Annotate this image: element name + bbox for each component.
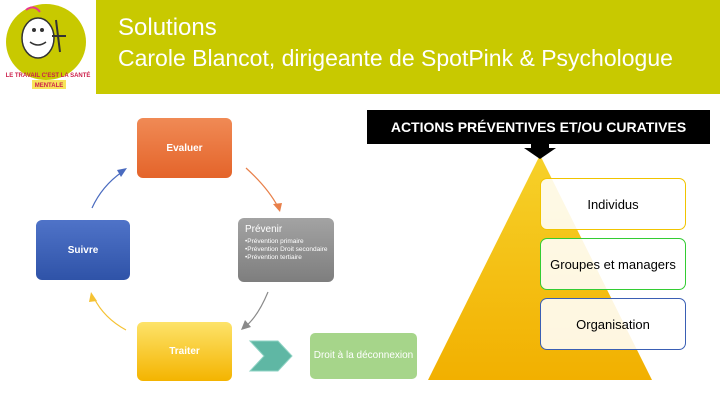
logo: LE TRAVAIL C'EST LA SANTÉ MENTALE — [0, 0, 96, 94]
slide-title: Solutions — [118, 14, 217, 41]
slide-subtitle: Carole Blancot, dirigeante de SpotPink &… — [118, 45, 673, 71]
logo-icon: LE TRAVAIL C'EST LA SANTÉ MENTALE — [6, 4, 91, 89]
prevenir-title: Prévenir — [245, 224, 283, 235]
down-arrow-icon — [524, 144, 556, 159]
droit-deconnexion-box: Droit à la déconnexion — [310, 333, 417, 379]
prevenir-item: •Prévention primaire — [245, 238, 304, 245]
logo-text-1: LE TRAVAIL C'EST LA SANTÉ — [6, 71, 91, 79]
pyramid-level-groupes: Groupes et managers — [540, 238, 686, 290]
prevenir-item: •Prévention tertiaire — [245, 254, 302, 261]
cycle-step-traiter: Traiter — [137, 322, 232, 381]
pyramid-banner: ACTIONS PRÉVENTIVES ET/OU CURATIVES — [367, 110, 710, 144]
pyramid-level-organisation: Organisation — [540, 298, 686, 350]
cycle-step-suivre: Suivre — [36, 220, 130, 280]
pyramid-level-individus: Individus — [540, 178, 686, 230]
arrow-suivre-evaluer — [91, 171, 123, 209]
arrow-traiter-suivre — [93, 297, 127, 331]
logo-text-2: MENTALE — [35, 83, 64, 89]
arrow-evaluer-prevenir — [245, 167, 279, 208]
arrow-prevenir-traiter — [245, 291, 269, 327]
cycle-step-prevenir: Prévenir •Prévention primaire •Préventio… — [238, 218, 334, 282]
header-bar — [0, 0, 720, 94]
chevron-right-icon — [248, 340, 293, 372]
prevenir-item: •Prévention Droit secondaire — [245, 246, 328, 253]
cycle-step-evaluer: Evaluer — [137, 118, 232, 178]
